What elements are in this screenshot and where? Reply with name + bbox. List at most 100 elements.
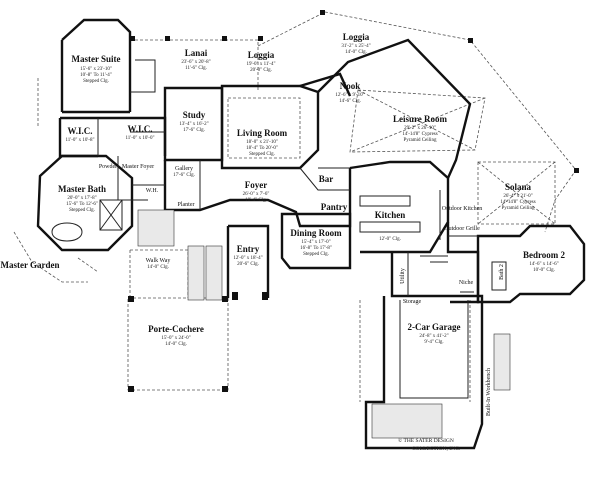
svg-text:15'-6" x 23'-10": 15'-6" x 23'-10" [80, 67, 112, 72]
exterior-wall-bedroom2 [476, 224, 586, 304]
svg-text:11'-0" x 10'-0": 11'-0" x 10'-0" [125, 136, 154, 141]
exterior-wall-entry [226, 224, 270, 298]
svg-text:26'-0" x 7'-6": 26'-0" x 7'-6" [243, 192, 270, 197]
room-label-leisure-room: Leisure Room 29'-2" x 26'-10" 14'-14'8" … [393, 114, 448, 143]
svg-text:23'-6" x 20'-8": 23'-6" x 20'-8" [181, 60, 210, 65]
room-label-kitchen: Kitchen 12'-0" Clg. [375, 210, 406, 242]
label-wh: W.H. [146, 188, 159, 194]
room-label-lanai: Lanai 23'-6" x 20'-8" 11'-6" Clg. [181, 48, 210, 71]
svg-text:Foyer: Foyer [245, 180, 268, 190]
svg-text:Master Suite: Master Suite [71, 54, 120, 64]
room-label-porte-cochere: Porte-Cochere 15'-0" x 24'-0" 14'-0" Clg… [148, 324, 204, 347]
svg-text:11'-0" x 10'-8": 11'-0" x 10'-8" [65, 138, 94, 143]
svg-text:Stepped Clg.: Stepped Clg. [83, 79, 109, 84]
svg-text:Leisure Room: Leisure Room [393, 114, 448, 124]
room-label-wic-left: W.I.C. 11'-0" x 10'-8" [65, 126, 94, 143]
svg-text:15'-6" To 12'-6": 15'-6" To 12'-6" [66, 202, 98, 207]
room-label-dining-room: Dining Room 15'-4" x 17'-0" 16'-8" To 17… [290, 228, 342, 257]
room-label-powder: Powder [99, 164, 117, 170]
garden-outline [13, 78, 99, 283]
room-label-master-suite: Master Suite 15'-6" x 23'-10" 10'-8" To … [71, 54, 120, 84]
svg-text:17'-6" Clg.: 17'-6" Clg. [183, 128, 205, 133]
svg-text:14'-0" Clg.: 14'-0" Clg. [345, 50, 367, 55]
svg-text:24'-8" x 41'-2": 24'-8" x 41'-2" [419, 334, 448, 339]
svg-text:12'-6" x 9'-10": 12'-6" x 9'-10" [335, 93, 364, 98]
room-label-master-foyer: Master Foyer [122, 164, 154, 170]
svg-text:Walk Way: Walk Way [146, 258, 171, 264]
label-outdoor-grille: Outdoor Grille [444, 226, 480, 232]
exterior-wall-leisure [317, 38, 472, 179]
exterior-wall-garage [364, 252, 484, 450]
porte-cochere-post-right [205, 245, 223, 301]
svg-text:29'-2" x 26'-10": 29'-2" x 26'-10" [404, 126, 436, 131]
exterior-wall-bath [36, 154, 134, 252]
svg-text:14'-6" x 14'-6": 14'-6" x 14'-6" [529, 262, 558, 267]
tub [51, 222, 83, 242]
svg-text:20'-0" x 17'-8": 20'-0" x 17'-8" [67, 196, 96, 201]
room-label-loggia-right: Loggia 31'-2" x 25'-4" 14'-0" Clg. [341, 32, 370, 55]
solana-pyramid [477, 161, 556, 225]
room-label-walk-way: Walk Way 14'-0" Clg. [146, 258, 171, 270]
room-label-loggia-top: Loggia 19'-0" x 11'-4" 20'-0" Clg. [246, 50, 275, 73]
svg-text:Pyramid Ceiling: Pyramid Ceiling [502, 206, 535, 211]
svg-text:Porte-Cochere: Porte-Cochere [148, 324, 204, 334]
copyright-line-1: © THE SATER DESIGN [398, 437, 454, 444]
svg-text:15'-4" x 17'-0": 15'-4" x 17'-0" [301, 240, 330, 245]
room-label-bath2: Bath 2 [499, 264, 505, 280]
svg-text:18'-4" Clg.: 18'-4" Clg. [245, 198, 267, 203]
exterior-wall-bath2 [446, 222, 480, 304]
kitchen-counters [359, 190, 441, 240]
svg-text:Stepped Clg.: Stepped Clg. [69, 208, 95, 213]
svg-text:11'-6" Clg.: 11'-6" Clg. [185, 66, 207, 71]
svg-text:Living Room: Living Room [237, 128, 288, 138]
svg-text:2-Car Garage: 2-Car Garage [407, 322, 460, 332]
svg-text:Solana: Solana [505, 182, 532, 192]
leisure-pyramid [349, 89, 486, 153]
svg-text:Nook: Nook [340, 81, 361, 91]
shower [99, 199, 123, 231]
room-label-gallery: Gallery 17'-6" Clg. [173, 166, 195, 178]
label-built-in-workbench: Built-In Workbench [486, 368, 492, 416]
room-label-bedroom2: Bedroom 2 14'-6" x 14'-6" 10'-0" Clg. [523, 250, 566, 273]
svg-text:16'-8" To 17'-8": 16'-8" To 17'-8" [300, 246, 332, 251]
svg-text:15'-0" x 24'-0": 15'-0" x 24'-0" [161, 336, 190, 341]
planter-hatch [137, 209, 175, 247]
svg-text:31'-2" x 25'-4": 31'-2" x 25'-4" [341, 44, 370, 49]
label-storage: Storage [403, 299, 422, 305]
svg-text:Master Bath: Master Bath [58, 184, 106, 194]
svg-text:Dining Room: Dining Room [290, 228, 342, 238]
svg-text:Loggia: Loggia [343, 32, 370, 42]
interior-partitions [97, 59, 478, 296]
svg-text:26'-4" x 21'-0": 26'-4" x 21'-0" [503, 194, 532, 199]
svg-text:Gallery: Gallery [175, 166, 193, 172]
room-label-living-room: Living Room 18'-0" x 21'-10" 18'-4" To 2… [237, 128, 288, 157]
svg-text:Pyramid Ceiling: Pyramid Ceiling [404, 138, 437, 143]
svg-text:9'-4" Clg.: 9'-4" Clg. [424, 340, 443, 345]
room-label-foyer: Foyer 26'-0" x 7'-6" 18'-4" Clg. [243, 180, 270, 203]
room-label-entry: Entry 12'-0" x 18'-4" 20'-6" Clg. [233, 244, 262, 267]
svg-text:Study: Study [183, 110, 206, 120]
exterior-wall-master [60, 18, 132, 114]
room-label-utility: Utility [400, 268, 406, 284]
svg-text:18'-4" To 20'-0": 18'-4" To 20'-0" [246, 146, 278, 151]
svg-text:20'-0" Clg.: 20'-0" Clg. [250, 68, 272, 73]
svg-text:20'-6" Clg.: 20'-6" Clg. [237, 262, 259, 267]
svg-text:14'-6" Clg.: 14'-6" Clg. [339, 99, 361, 104]
room-label-study: Study 13'-4" x 16'-2" 17'-6" Clg. [179, 110, 208, 133]
room-label-bar: Bar [319, 174, 334, 184]
svg-text:14'-14'8" Cypress: 14'-14'8" Cypress [500, 200, 535, 205]
svg-text:12'-0" x 18'-4": 12'-0" x 18'-4" [233, 256, 262, 261]
copyright-line-2: COLLECTION, INC. [412, 446, 461, 452]
loggia-right-outline [257, 11, 577, 233]
garage-drive-outline [359, 300, 471, 402]
svg-text:Entry: Entry [237, 244, 260, 254]
room-label-pantry: Pantry [321, 202, 348, 212]
room-label-master-bath: Master Bath 20'-0" x 17'-8" 15'-6" To 12… [58, 184, 106, 213]
garage-front-hatch [371, 403, 443, 439]
label-outdoor-kitchen: Outdoor Kitchen [442, 206, 483, 212]
svg-text:Stepped Clg.: Stepped Clg. [249, 152, 275, 157]
svg-text:W.I.C.: W.I.C. [128, 124, 153, 134]
svg-text:Stepped Clg.: Stepped Clg. [303, 252, 329, 257]
exterior-wall-nook [299, 72, 352, 97]
